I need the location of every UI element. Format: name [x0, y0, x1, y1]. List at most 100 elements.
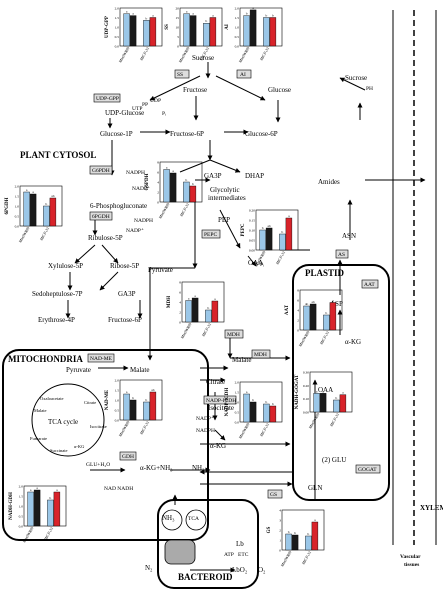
chart-sig-label: b	[282, 230, 284, 234]
chart-sig-label: a	[322, 389, 324, 393]
chart-tick: 0	[279, 549, 281, 553]
chart-sig-label: b	[308, 532, 310, 536]
chart-tick: 3	[279, 519, 281, 523]
metabolite-labels: Sucrose Sucrose Fructose Glucose UDP-Glu…	[30, 54, 373, 574]
udp: UDP	[150, 98, 161, 104]
isocitrate-tca: Isocitrate	[90, 424, 107, 429]
chart-bar	[329, 302, 337, 331]
chart-bar	[149, 17, 157, 47]
chart-sig-label: b	[326, 311, 328, 315]
nad-nadh: NAD NADH	[104, 486, 133, 492]
chart-bar	[279, 233, 286, 251]
enzyme-ss: SS	[177, 72, 183, 78]
chart-tick: 1.0	[19, 505, 24, 509]
chart-tick: 1.5	[115, 16, 120, 20]
citrate-tca: Citrate	[84, 400, 96, 405]
chart-tick: 8	[297, 289, 299, 293]
enzyme-mdh: MDH	[227, 332, 240, 338]
chart-tick: 20	[176, 7, 180, 11]
chart-bar	[53, 491, 61, 527]
chart-tick: 6	[297, 299, 299, 303]
erythrose4p: Erythrose-4P	[38, 316, 75, 324]
chart-tick: 2	[279, 529, 281, 533]
chart-tick: 2.0	[115, 379, 120, 383]
chart-sig-label: a	[314, 518, 316, 522]
n2: N₂	[145, 564, 153, 572]
nadp2: NADP⁺	[126, 228, 144, 234]
chart-tick: 0	[297, 329, 299, 333]
chart-tick: 0.5	[115, 409, 120, 413]
pyruvate: Pyruvate	[148, 266, 173, 274]
akg-tca: α-KG	[74, 444, 85, 449]
chart-tick: 0	[177, 45, 179, 49]
chart-bar	[203, 23, 210, 47]
chart-bar	[319, 393, 327, 413]
chart-sig-label: b	[146, 398, 148, 402]
fructose6p2: Fructose-6P	[108, 316, 142, 324]
chart-tick: 8	[179, 281, 181, 285]
chart-bar	[309, 303, 317, 331]
chart-sig-label: a	[194, 294, 196, 298]
chart-xlabel: MtCP-31	[300, 550, 312, 566]
chart-frame	[239, 7, 283, 47]
ga3p: GA3P	[204, 172, 222, 180]
plastid-boundary	[292, 264, 390, 501]
chart-bar	[169, 172, 177, 203]
enzyme-nadpicdh: NADP-ICDH	[206, 398, 236, 404]
chart-bar	[123, 393, 130, 421]
chart-tick: 8	[157, 161, 159, 165]
chart-xlabel: MmSWRI9	[179, 322, 192, 340]
nadp3: NADP⁺	[196, 416, 214, 422]
chart-sig-label: a	[172, 169, 174, 173]
chart-frame	[119, 379, 163, 421]
chart-frame	[159, 161, 203, 203]
chart-tick: 0.0	[235, 421, 240, 425]
glycolytic-2: intermediates	[208, 194, 246, 202]
chart-sig-label: a	[152, 14, 154, 18]
chart-sig-label: a	[192, 12, 194, 16]
tca-bact: TCA	[188, 516, 199, 522]
chart-ylabel: NADH-GOGAT	[295, 374, 300, 409]
chart-tick: 1.5	[235, 16, 240, 20]
enzyme-pepc: PEPC	[204, 232, 217, 238]
chart-tick: 0.05	[249, 239, 255, 243]
chart-ylabel: G6PDH	[145, 173, 150, 190]
chart-frame	[23, 485, 67, 527]
chart-tick: 0.5	[235, 35, 240, 39]
enzyme-mdh2: MDH	[254, 352, 267, 358]
chart-xlabel: MtCP-31	[38, 226, 50, 242]
chart-sig-label: a	[32, 190, 34, 194]
chart-ylabel: GS	[267, 526, 272, 533]
chart-bar	[129, 15, 137, 47]
atp: ATP	[224, 552, 234, 558]
chart-tick: 2	[179, 311, 181, 315]
chart-xlabel: MmSWRI9	[279, 550, 292, 568]
chart-bar	[269, 17, 277, 47]
ph: PH	[366, 86, 373, 92]
chart-ylabel: UDP-GPP	[105, 16, 110, 38]
chart-xlabel: MmSWRI9	[117, 420, 130, 438]
nh3-bact: NH₃	[162, 514, 175, 522]
nadp1: NADP⁺	[132, 186, 150, 192]
chart-tick: 0.5	[19, 515, 24, 519]
chart-tick: 0.20	[303, 384, 309, 388]
chart-tick: 0.0	[19, 525, 24, 529]
chart-sig-label: b	[46, 202, 48, 206]
chart-tick: 2.0	[235, 381, 240, 385]
chart-sig-label: b	[266, 14, 268, 18]
fructose-6p: Fructose-6P	[170, 130, 204, 138]
chart-sig-label: a	[252, 6, 254, 10]
chart-ylabel: AI	[225, 24, 230, 30]
lbo2: LbO₂	[232, 566, 248, 574]
xylem-lines	[392, 10, 437, 545]
enzyme-ugpp: UDP-GPP	[96, 96, 119, 102]
chart-bar	[269, 405, 277, 423]
pyruvate-mito: Pyruvate	[66, 366, 91, 374]
pi1: Pᵢ	[162, 111, 166, 117]
enzyme-gogat: GOGAT	[358, 467, 377, 473]
sucrose-top: Sucrose	[192, 54, 214, 62]
chart-bar	[209, 17, 217, 47]
